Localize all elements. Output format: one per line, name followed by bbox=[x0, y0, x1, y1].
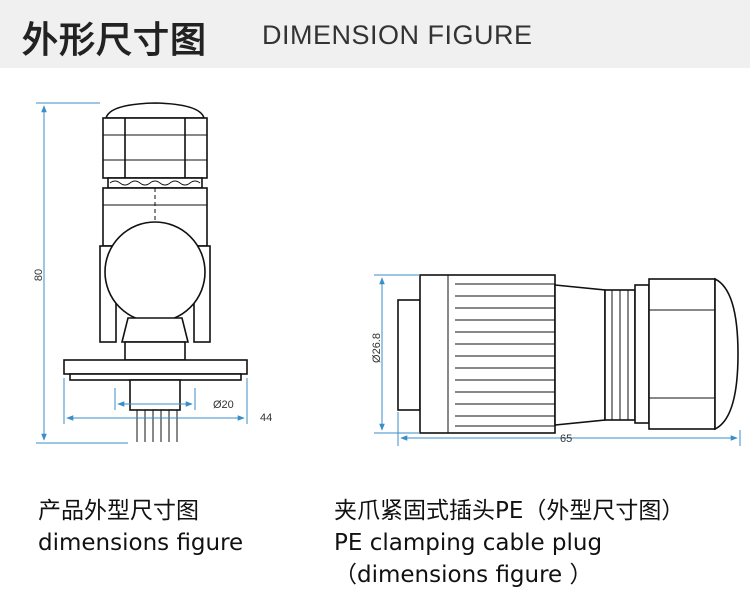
front-view-dimensions bbox=[36, 102, 248, 444]
header-bar: 外形尺寸图 DIMENSION FIGURE bbox=[0, 0, 750, 68]
caption-left: 产品外型尺寸图 dimensions figure bbox=[38, 495, 243, 559]
grip-ribs bbox=[455, 283, 555, 427]
latch-base bbox=[124, 341, 186, 361]
caption-right-en-2: （dimensions figure ） bbox=[334, 562, 593, 588]
side-diameter-label: Ø26.8 bbox=[371, 333, 383, 363]
side-length-label: 65 bbox=[560, 433, 572, 445]
plug-taper bbox=[554, 284, 606, 426]
height-dim-label: 80 bbox=[33, 269, 45, 281]
clamp-circle bbox=[104, 221, 206, 323]
caption-right: 夹爪紧固式插头PE（外型尺寸图） PE clamping cable plug … bbox=[334, 495, 684, 591]
caption-left-en: dimensions figure bbox=[38, 530, 244, 556]
side-view-dimensions bbox=[374, 274, 741, 446]
caption-left-cn: 产品外型尺寸图 bbox=[38, 498, 199, 524]
thread-band bbox=[107, 177, 203, 189]
caption-right-en: PE clamping cable plug bbox=[334, 530, 603, 556]
side-gland-dome bbox=[714, 277, 739, 431]
side-view-plug bbox=[397, 274, 739, 434]
title-english: DIMENSION FIGURE bbox=[262, 20, 533, 50]
plug-grip bbox=[419, 274, 556, 434]
latch bbox=[120, 317, 190, 343]
gland-nut bbox=[102, 117, 208, 179]
title-chinese: 外形尺寸图 bbox=[22, 20, 208, 61]
diameter-dim-label: Ø20 bbox=[213, 399, 234, 411]
front-view-connector bbox=[63, 102, 248, 442]
caption-right-cn: 夹爪紧固式插头PE（外型尺寸图） bbox=[334, 498, 685, 524]
gland-dome bbox=[104, 102, 206, 119]
plug-front bbox=[397, 299, 421, 411]
flange-plate bbox=[63, 359, 248, 375]
width-dim-label: 44 bbox=[260, 412, 272, 424]
side-gland-nut bbox=[648, 278, 716, 430]
